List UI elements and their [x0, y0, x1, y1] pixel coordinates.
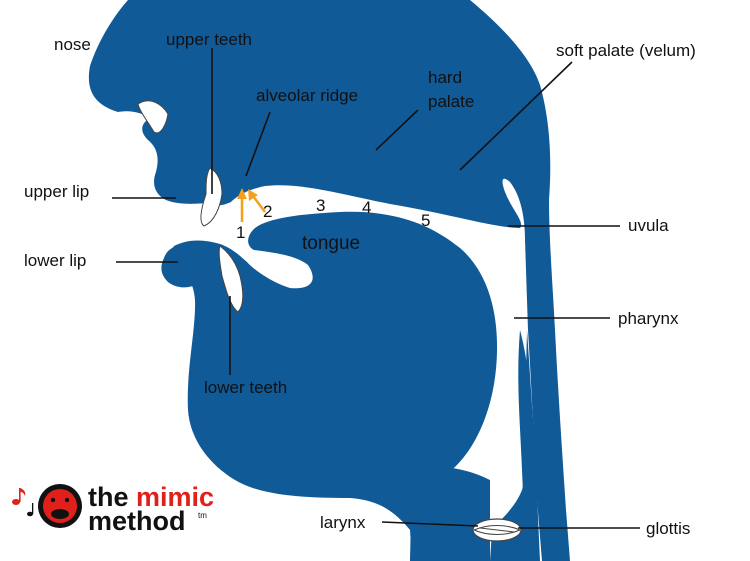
- label-glottis: glottis: [646, 519, 690, 538]
- logo: the mimic method tm: [12, 482, 214, 536]
- label-upper-lip: upper lip: [24, 182, 89, 201]
- label-soft-palate: soft palate (velum): [556, 41, 696, 60]
- place-number-5: 5: [421, 211, 430, 230]
- label-nose: nose: [54, 35, 91, 54]
- neck-block: [410, 466, 490, 561]
- leader-lines: [112, 48, 640, 529]
- upper-teeth-shape: [200, 167, 223, 227]
- arrow-2-head: [248, 189, 258, 201]
- label-lower-teeth: lower teeth: [204, 378, 287, 397]
- label-hard-palate-1: hard: [428, 68, 462, 87]
- lower-teeth-shape: [218, 245, 244, 313]
- logo-text-method: method: [88, 506, 186, 536]
- nostril: [137, 100, 169, 134]
- label-pharynx: pharynx: [618, 309, 679, 328]
- place-number-3: 3: [316, 196, 325, 215]
- logo-text-tm: tm: [198, 511, 207, 520]
- label-alveolar-ridge: alveolar ridge: [256, 86, 358, 105]
- vocal-folds: [473, 525, 521, 535]
- logo-text-the: the: [88, 482, 129, 512]
- lower-lip: [161, 244, 211, 288]
- arrow-1-head: [237, 188, 247, 199]
- lower-jaw-neck-shape: [171, 211, 540, 561]
- label-lower-lip: lower lip: [24, 251, 86, 270]
- label-larynx: larynx: [320, 513, 366, 532]
- pharynx-wall-bump: [471, 350, 493, 411]
- place-number-4: 4: [362, 198, 371, 217]
- music-note-icon: [12, 488, 34, 517]
- place-number-2: 2: [263, 202, 272, 221]
- logo-text-mimic: mimic: [136, 482, 214, 512]
- label-uvula: uvula: [628, 216, 669, 235]
- label-upper-teeth: upper teeth: [166, 30, 252, 49]
- epiglottis-column: [518, 330, 538, 561]
- place-number-1: 1: [236, 223, 245, 242]
- label-hard-palate-2: palate: [428, 92, 474, 111]
- upper-head-shape: [88, 0, 570, 561]
- arrow-2-shaft: [252, 195, 266, 213]
- label-tongue: tongue: [302, 233, 360, 254]
